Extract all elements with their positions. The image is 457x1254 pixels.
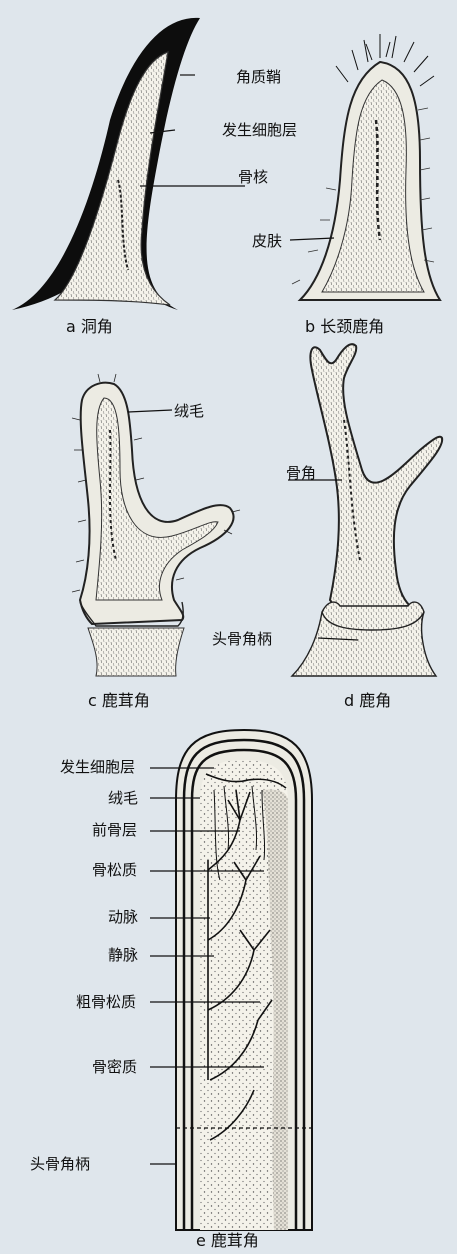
- hard-antler-outline: [310, 344, 442, 608]
- panel-e-velvet-section: [150, 730, 312, 1230]
- label-e-vein: 静脉: [108, 946, 138, 964]
- label-bone-core: 骨核: [238, 168, 268, 186]
- label-bony-antler: 骨角: [286, 464, 316, 482]
- label-e-velvet-hair: 绒毛: [108, 789, 138, 807]
- label-germinal-layer: 发生细胞层: [222, 121, 297, 139]
- label-e-germinal-layer: 发生细胞层: [60, 758, 135, 776]
- panel-d-antler: [288, 344, 442, 676]
- caption-c: c 鹿茸角: [88, 692, 150, 710]
- velvet-antler-core: [96, 398, 218, 600]
- label-pedicle-d: 头骨角柄: [212, 630, 272, 648]
- label-e-coarse-cancellous: 粗骨松质: [76, 993, 136, 1011]
- label-e-artery: 动脉: [108, 908, 138, 926]
- label-e-pedicle: 头骨角柄: [30, 1155, 90, 1173]
- caption-b: b 长颈鹿角: [305, 318, 384, 336]
- caption-a: a 洞角: [66, 318, 113, 336]
- label-horn-sheath: 角质鞘: [236, 68, 281, 86]
- label-skin: 皮肤: [252, 232, 282, 250]
- pedicle-d: [292, 602, 436, 676]
- caption-d: d 鹿角: [344, 692, 391, 710]
- label-e-cancellous-bone: 骨松质: [92, 861, 137, 879]
- panel-b-giraffe-horn: [290, 34, 440, 300]
- caption-e: e 鹿茸角: [196, 1232, 259, 1250]
- label-e-prebone-layer: 前骨层: [92, 821, 137, 839]
- label-velvet-hair: 绒毛: [174, 402, 204, 420]
- panel-a-hollow-horn: [12, 18, 245, 310]
- label-e-compact-bone: 骨密质: [92, 1058, 137, 1076]
